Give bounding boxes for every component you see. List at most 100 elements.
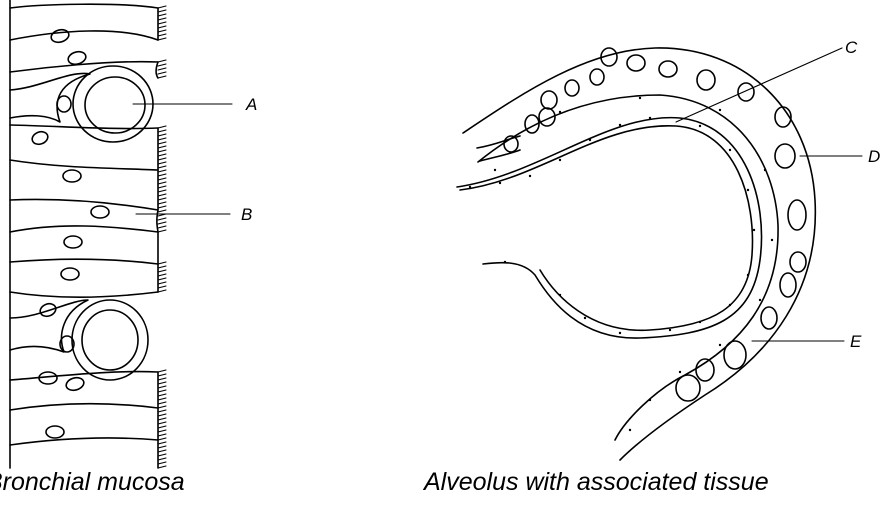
cilium <box>158 282 166 284</box>
cilium <box>158 434 166 436</box>
cilium <box>158 462 166 464</box>
cilium <box>158 374 166 376</box>
cilium <box>158 394 166 396</box>
cilium <box>158 226 166 228</box>
nucleus-dot <box>629 429 631 431</box>
nucleus-dot <box>584 317 586 319</box>
nucleus-dot <box>619 332 621 334</box>
nucleus-dot <box>699 125 701 127</box>
nucleus-dot <box>753 229 755 231</box>
tissue-band-outer <box>463 48 815 460</box>
nucleus-dot <box>764 169 766 171</box>
nucleus-dot <box>747 189 749 191</box>
cilium <box>158 430 166 432</box>
cilium <box>158 402 166 404</box>
cilium <box>158 174 166 176</box>
alveolar-wall-inner <box>460 126 752 330</box>
cilium <box>158 68 166 70</box>
cilium <box>158 178 166 180</box>
cilium <box>158 230 166 232</box>
cilium <box>158 262 166 264</box>
nucleus-dot <box>669 329 671 331</box>
cilium <box>158 274 166 276</box>
cilium <box>158 26 166 28</box>
cilium <box>158 130 166 132</box>
cilium <box>158 378 166 380</box>
cilium <box>158 142 166 144</box>
nucleus-dot <box>559 294 561 296</box>
cilium <box>158 454 166 456</box>
cilium <box>158 134 166 136</box>
caption-bronchial-mucosa: Bronchial mucosa <box>0 470 185 495</box>
cilium <box>158 194 166 196</box>
cilium <box>158 270 166 272</box>
cilium <box>158 182 166 184</box>
cilium <box>158 170 166 172</box>
cell-outline <box>157 128 158 232</box>
nucleus-dot <box>559 111 561 113</box>
cilium <box>158 138 166 140</box>
cilium <box>158 406 166 408</box>
nucleus-dot <box>719 344 721 346</box>
cilium <box>158 278 166 280</box>
cilium <box>158 290 166 292</box>
nucleus-dot <box>469 186 471 188</box>
cilium <box>158 418 166 420</box>
goblet-cell <box>10 66 153 142</box>
nucleus-dot <box>729 149 731 151</box>
nucleus-dot <box>699 321 701 323</box>
cilium <box>158 202 166 204</box>
nucleus-dot <box>639 97 641 99</box>
nucleus-dot <box>729 304 731 306</box>
cilium <box>158 266 166 268</box>
caption-alveolus: Alveolus with associated tissue <box>424 470 769 495</box>
cilium <box>158 158 166 160</box>
cilium <box>158 30 166 32</box>
nucleus-dot <box>494 169 496 171</box>
cilium <box>158 14 166 16</box>
nucleus-dot <box>619 124 621 126</box>
cilium <box>158 286 166 288</box>
cilium <box>158 426 166 428</box>
cilium <box>158 210 166 212</box>
cilium <box>158 422 166 424</box>
nucleus-dot <box>529 175 531 177</box>
cilium <box>158 206 166 208</box>
cilium <box>158 10 166 12</box>
nucleus-dot <box>504 261 506 263</box>
cilium <box>158 382 166 384</box>
cilium <box>158 414 166 416</box>
cilium <box>158 38 166 40</box>
nucleus-dot <box>719 109 721 111</box>
nucleus-dot <box>649 399 651 401</box>
cilium <box>158 450 166 452</box>
cilium <box>158 166 166 168</box>
nucleus-dot <box>759 299 761 301</box>
goblet-cell <box>10 300 148 380</box>
cilium <box>158 150 166 152</box>
cilium <box>158 162 166 164</box>
alveolus-drawing: C D E <box>457 38 880 460</box>
cilium <box>158 34 166 36</box>
cilium <box>158 386 166 388</box>
cilium <box>158 22 166 24</box>
cilium <box>158 438 166 440</box>
cilium <box>158 64 166 66</box>
cell-outline <box>156 8 158 78</box>
cilium <box>158 76 166 78</box>
label-d: D <box>868 147 880 166</box>
alveolar-wall-outer <box>457 118 762 338</box>
label-b: B <box>241 205 252 224</box>
cilium <box>158 154 166 156</box>
leader-line-c <box>676 48 842 122</box>
cilium <box>158 458 166 460</box>
nucleus-dot <box>747 274 749 276</box>
cilium <box>158 18 166 20</box>
cilia-border <box>158 6 166 468</box>
cilium <box>158 126 166 128</box>
cilium <box>158 222 166 224</box>
nucleus-dot <box>499 182 501 184</box>
cilium <box>158 390 166 392</box>
nucleus-dot <box>649 117 651 119</box>
